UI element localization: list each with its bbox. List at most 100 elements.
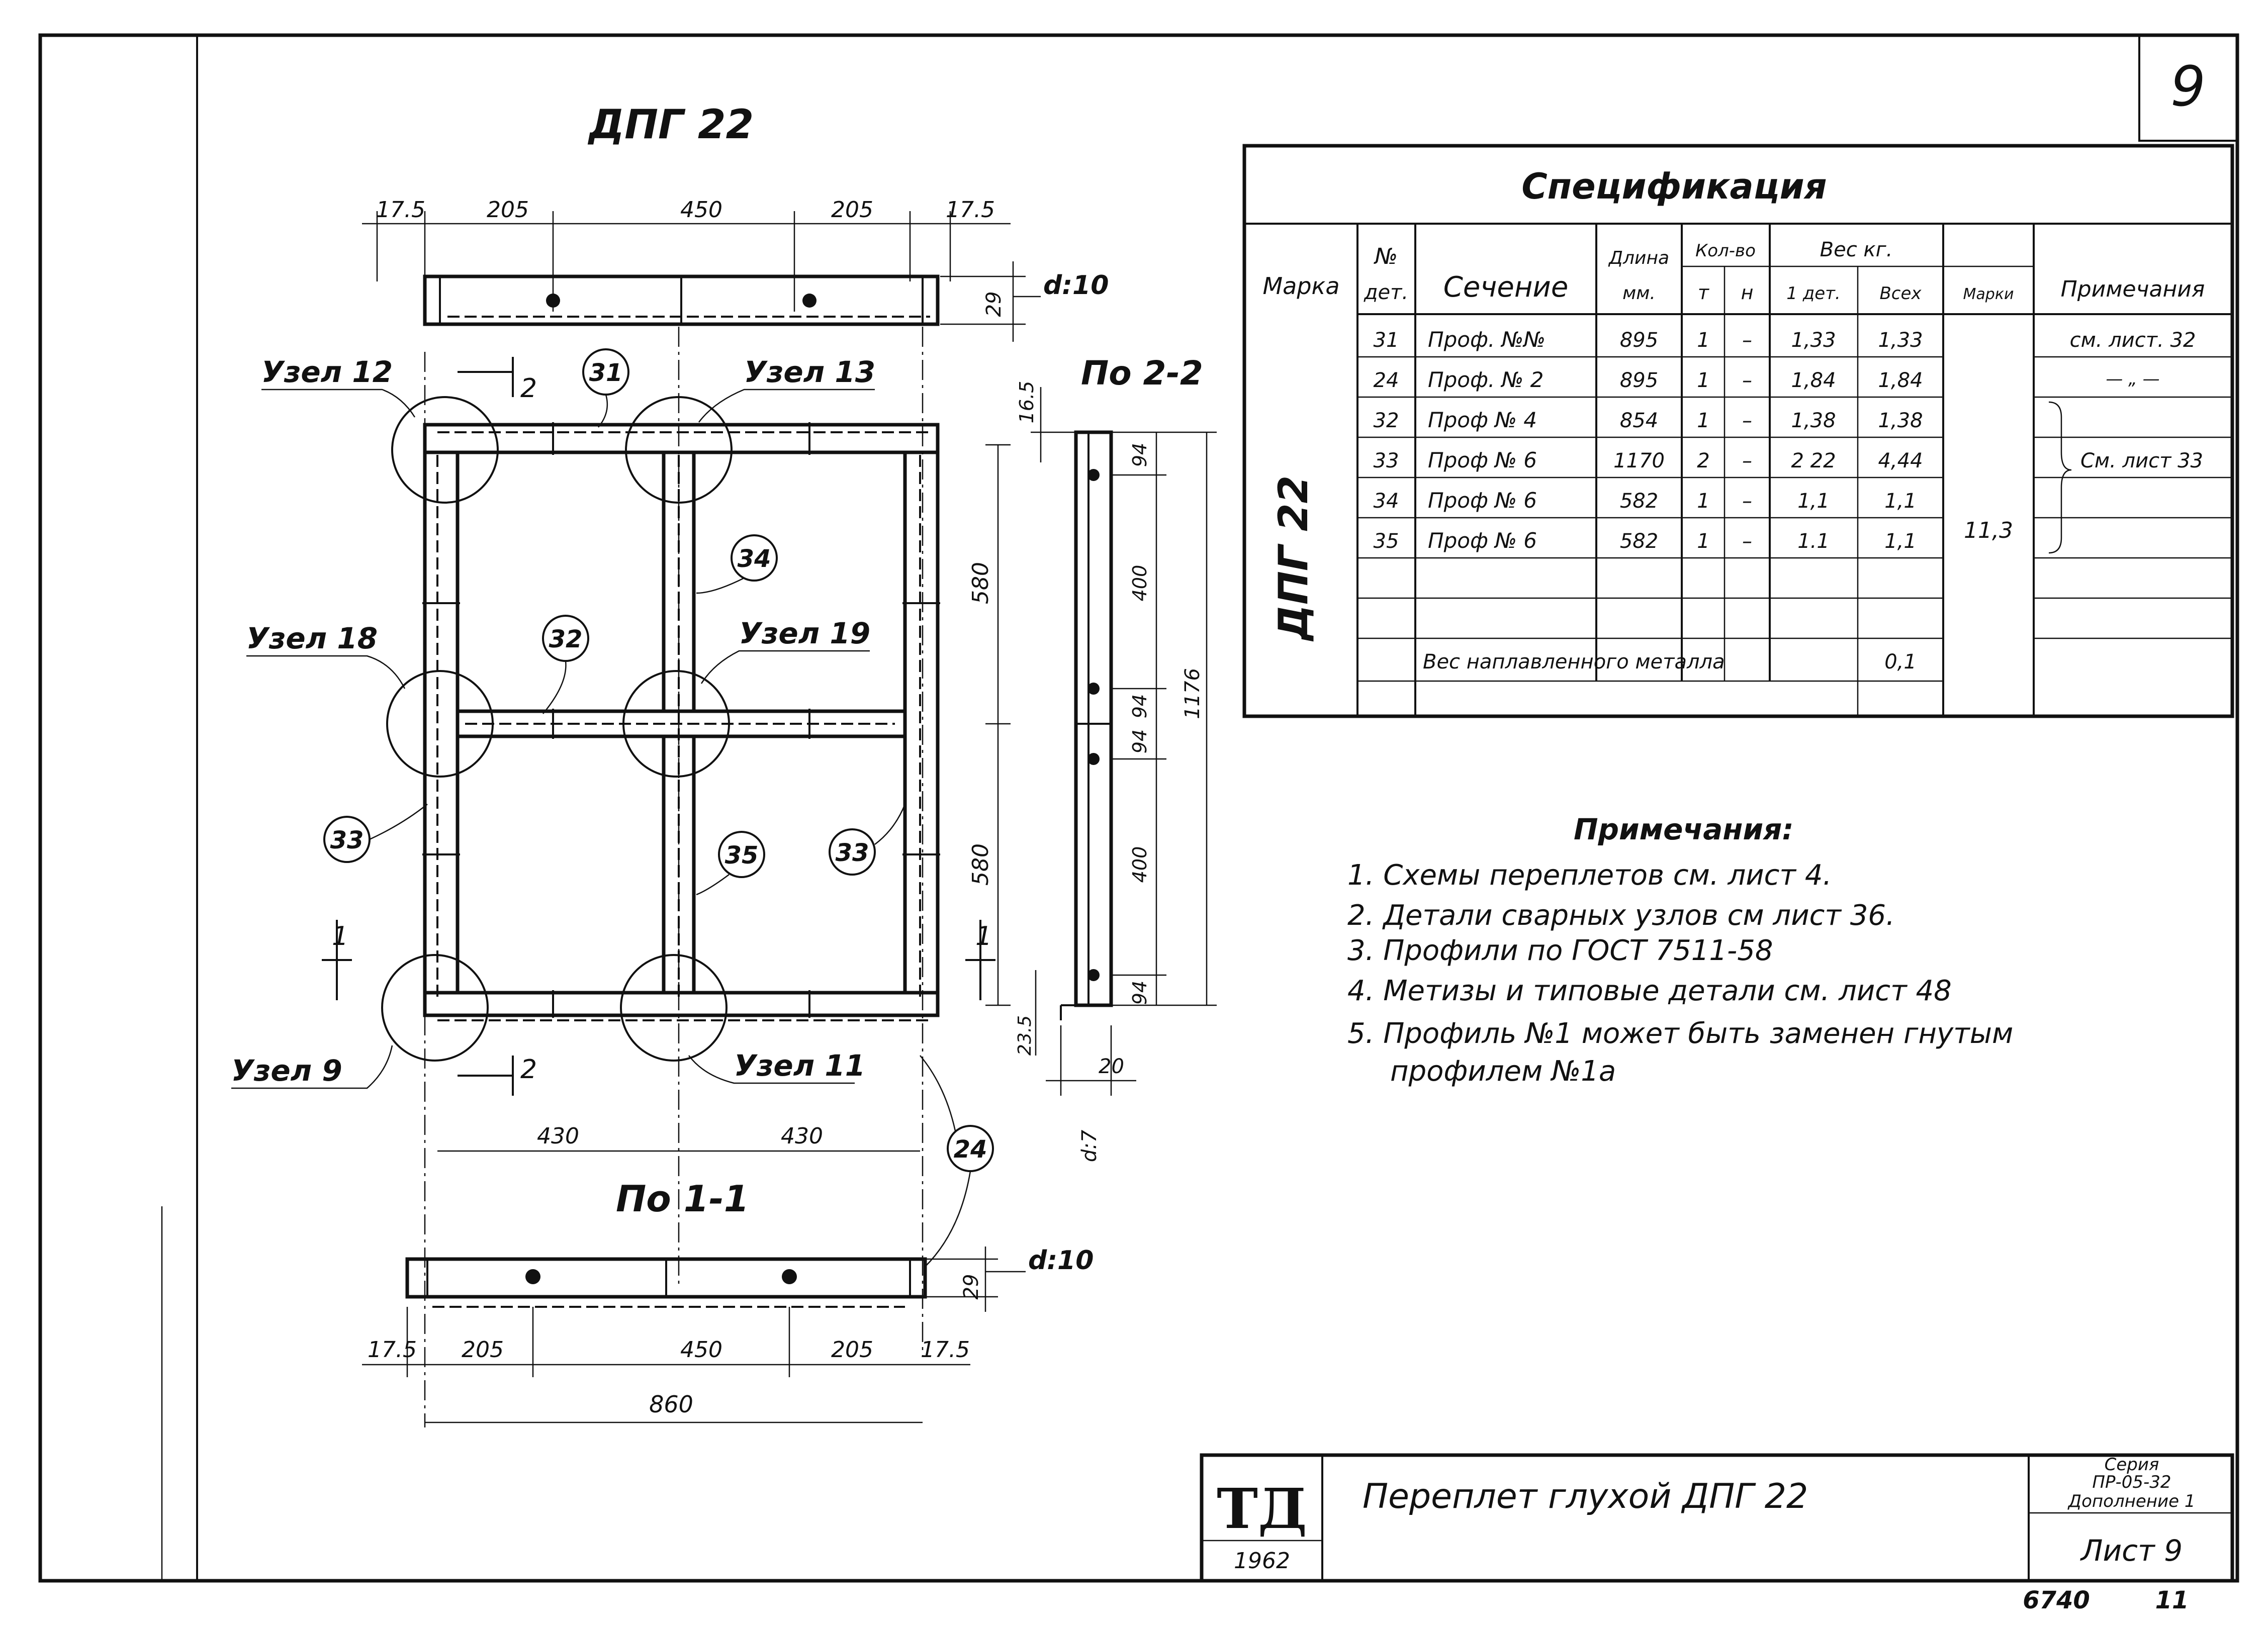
svg-text:1,84: 1,84 (1791, 369, 1836, 392)
section-2-2-title: По 2-2 (1081, 354, 1203, 393)
svg-text:Проф. № 2: Проф. № 2 (1428, 367, 1544, 392)
svg-text:31: 31 (1374, 329, 1399, 352)
title-year: 1962 (1234, 1548, 1290, 1574)
top-dim-4: 205 (831, 197, 873, 223)
svg-text:1,38: 1,38 (1878, 409, 1923, 432)
node-18-label: Узел 18 (246, 621, 378, 655)
node-12-label: Узел 12 (261, 355, 393, 389)
svg-text:35: 35 (1374, 530, 1399, 553)
section-mark-2-top: 2 (520, 373, 537, 404)
top-height-dim: 29 (982, 292, 1006, 317)
svg-text:2 22: 2 22 (1791, 449, 1836, 472)
spec-mark-value: ДПГ 22 (1270, 475, 1317, 642)
section-2-2: По 2-2 16.5 94 400 94 94 400 94 1176 23.… (1015, 354, 1217, 1162)
sec11-height-dim: 29 (960, 1274, 983, 1300)
sec22-dim-400b: 400 (1129, 846, 1151, 883)
sec11-overall-dim: 860 (649, 1391, 693, 1418)
spec-header-no: № (1373, 244, 1398, 269)
spec-header-det: дет. (1364, 281, 1408, 304)
sec22-dim-94b: 94 (1129, 694, 1151, 718)
dim-upper-height: 580 (968, 562, 993, 604)
spec-note-2: — „ — (2106, 369, 2159, 389)
spec-header-wmark: Марки (1963, 285, 2014, 303)
sheet-number: 9 (2170, 54, 2206, 119)
note-2: 2. Детали сварных узлов см лист 36. (1347, 899, 1895, 932)
title-name: Переплет глухой ДПГ 22 (1363, 1477, 1808, 1516)
spec-mark-weight: 11,3 (1964, 518, 2013, 543)
spec-header-wall: Всех (1879, 283, 1922, 304)
svg-text:1,33: 1,33 (1791, 329, 1836, 352)
callout-35: 35 (725, 841, 759, 870)
sec22-total-dim: 1176 (1181, 668, 1204, 719)
spec-row: 31 Проф. №№ 895 1 – 1,33 1,33 (1374, 327, 1923, 352)
spec-header-weight: Вес кг. (1820, 238, 1893, 261)
title-block: ТД 1962 Переплет глухой ДПГ 22 Серия ПР-… (1200, 1453, 2234, 1614)
sec22-dim-94a: 94 (1129, 443, 1151, 467)
section-mark-1-left: 1 (332, 921, 348, 951)
spec-row: 34 Проф № 6 582 1 – 1,1 1,1 (1374, 488, 1917, 513)
note-1: 1. Схемы переплетов см. лист 4. (1347, 859, 1832, 892)
section-1-1: По 1-1 29 d:10 17.5 205 450 205 17.5 860 (362, 1178, 1094, 1423)
spec-header-w1: 1 дет. (1786, 283, 1840, 304)
note-4: 4. Метизы и типовые детали см. лист 48 (1347, 975, 1952, 1007)
part-callouts: 31 34 32 33 35 33 24 (323, 348, 994, 1267)
svg-text:4,44: 4,44 (1878, 449, 1923, 472)
node-13-label: Узел 13 (744, 355, 875, 389)
callout-32: 32 (549, 625, 583, 653)
svg-text:Проф № 6: Проф № 6 (1428, 528, 1537, 553)
section-marks: 2 2 1 1 (322, 357, 995, 1096)
node-9-label: Узел 9 (231, 1054, 342, 1088)
dim-left-width: 430 (537, 1123, 579, 1149)
section-mark-2-bottom: 2 (520, 1055, 537, 1085)
sec22-dim-94c: 94 (1129, 729, 1151, 753)
callout-24: 24 (954, 1135, 987, 1164)
svg-text:1,38: 1,38 (1791, 409, 1836, 432)
top-dim-5: 17.5 (946, 197, 995, 223)
node-circle-11 (620, 954, 728, 1062)
sec11-dim-4: 205 (831, 1337, 873, 1363)
title-series-1: Серия (2105, 1455, 2159, 1475)
title-num: 11 (2155, 1586, 2189, 1614)
frame-elevation (381, 327, 940, 1427)
bolt-hole (802, 294, 817, 308)
svg-text:1170: 1170 (1613, 449, 1665, 472)
top-dim-2: 205 (487, 197, 529, 223)
callout-33-right: 33 (836, 839, 869, 867)
svg-text:895: 895 (1620, 369, 1658, 392)
top-dim-3: 450 (680, 197, 722, 223)
callout-33-left: 33 (330, 826, 364, 854)
svg-text:1: 1 (1697, 490, 1709, 513)
svg-text:–: – (1742, 369, 1752, 392)
callout-31: 31 (589, 359, 623, 387)
spec-header-mark: Марка (1262, 272, 1339, 300)
svg-text:1,1: 1,1 (1797, 490, 1830, 513)
sec22-dim-400a: 400 (1129, 565, 1151, 602)
sec22-dim-94d: 94 (1129, 981, 1151, 1005)
notes-title: Примечания: (1574, 812, 1794, 846)
frame-dimensions: 580 580 430 430 (437, 444, 1011, 1152)
title-logo: ТД (1217, 1476, 1307, 1541)
svg-text:1: 1 (1697, 409, 1709, 432)
spec-note-1: см. лист. 32 (2070, 329, 2196, 352)
section-mark-1-right: 1 (975, 921, 992, 951)
svg-text:–: – (1742, 449, 1752, 472)
node-circle-13 (625, 396, 733, 504)
svg-text:–: – (1742, 490, 1752, 513)
svg-text:1,33: 1,33 (1878, 329, 1923, 352)
spec-row: 35 Проф № 6 582 1 – 1.1 1,1 (1374, 528, 1917, 553)
spec-header-note: Примечания (2061, 276, 2205, 302)
svg-text:32: 32 (1374, 409, 1399, 432)
top-d-label: d:10 (1043, 270, 1109, 301)
title-series-3: Дополнение 1 (2067, 1491, 2196, 1511)
note-3: 3. Профили по ГОСТ 7511-58 (1347, 934, 1773, 967)
node-circle-18 (386, 670, 494, 778)
spec-header-section: Сечение (1443, 271, 1569, 304)
svg-text:582: 582 (1620, 490, 1658, 513)
svg-text:854: 854 (1620, 409, 1658, 432)
spec-header-length-1: Длина (1608, 248, 1669, 268)
general-notes: Примечания: 1. Схемы переплетов см. лист… (1347, 812, 2013, 1088)
svg-text:Проф № 6: Проф № 6 (1428, 448, 1537, 472)
svg-text:582: 582 (1620, 530, 1658, 553)
sec11-d-label: d:10 (1028, 1246, 1094, 1276)
node-circle-12 (391, 396, 499, 504)
